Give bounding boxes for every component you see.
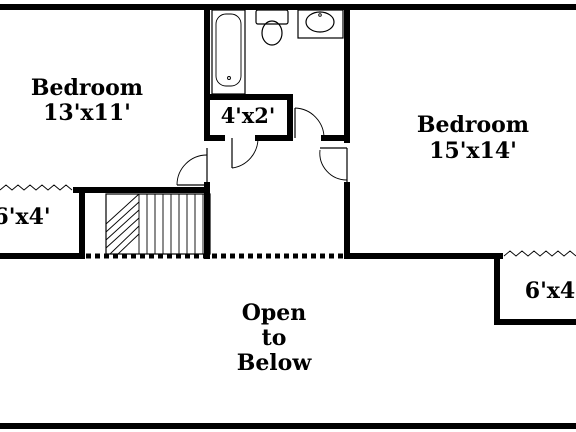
left-closet-bifold-door xyxy=(0,184,73,191)
staircase xyxy=(105,193,211,255)
exterior-walls xyxy=(0,4,576,429)
right-closet-size: 6'x4 xyxy=(525,278,575,304)
left-bedroom-name: Bedroom xyxy=(31,75,143,101)
open-to-below-line3: Below xyxy=(237,350,313,376)
door-left-bedroom xyxy=(176,148,208,186)
door-right-bedroom xyxy=(319,147,348,185)
right-bedroom-name: Bedroom xyxy=(417,112,529,138)
sink-icon xyxy=(297,9,344,39)
door-linen-closet xyxy=(231,137,259,169)
left-bedroom-size: 13'x11' xyxy=(43,100,131,126)
right-closet-walls xyxy=(494,253,576,325)
door-bathroom xyxy=(294,107,325,139)
bathtub-icon xyxy=(211,9,246,95)
right-bedroom-size: 15'x14' xyxy=(429,138,517,164)
linen-closet-size: 4'x2' xyxy=(221,103,276,128)
bathroom-walls xyxy=(204,4,350,143)
open-to-below-line2: to xyxy=(262,325,287,351)
open-to-below-line1: Open xyxy=(242,300,307,326)
left-closet-walls xyxy=(73,187,210,259)
right-closet-bifold-door xyxy=(503,250,576,257)
toilet-icon xyxy=(255,9,289,46)
hall-walls xyxy=(0,182,503,259)
linen-closet-walls xyxy=(204,94,293,141)
left-closet-size: 6'x4' xyxy=(0,204,51,230)
